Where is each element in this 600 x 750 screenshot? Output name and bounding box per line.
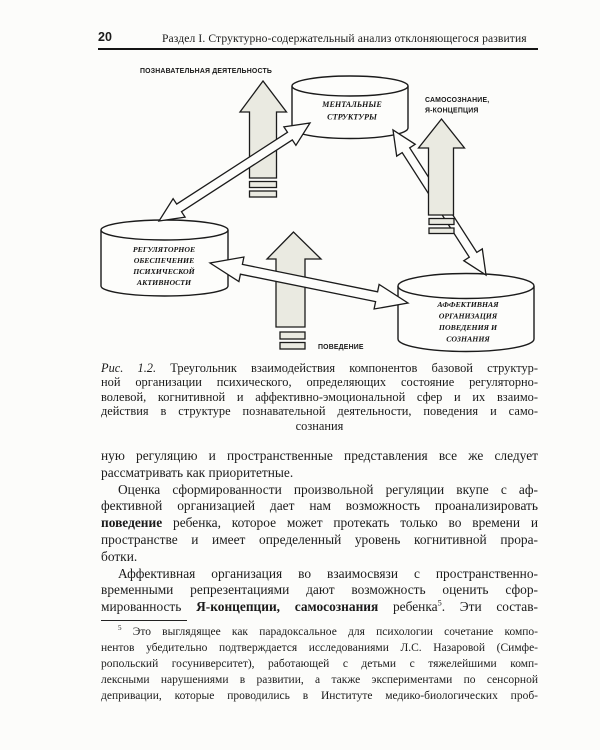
body-line: ную регуляцию и пространственные предста… bbox=[101, 448, 538, 463]
regulatory-support-cylinder: РЕГУЛЯТОРНОЕ ОБЕСПЕЧЕНИЕ ПСИХИЧЕСКОЙ АКТ… bbox=[100, 219, 229, 297]
body-line: мированность Я-концепции, самосознания р… bbox=[101, 598, 538, 615]
mental-structures-label: МЕНТАЛЬНЫЕ bbox=[321, 100, 382, 109]
regulatory-support-label: РЕГУЛЯТОРНОЕ bbox=[133, 245, 195, 254]
svg-text:АКТИВНОСТИ: АКТИВНОСТИ bbox=[136, 278, 192, 287]
svg-text:ПОВЕДЕНИЯ И: ПОВЕДЕНИЯ И bbox=[438, 323, 498, 332]
double-arrow-regulatory-affective-icon bbox=[208, 256, 410, 310]
self-consciousness-arrow-icon bbox=[417, 117, 466, 235]
footnote-rule bbox=[101, 620, 187, 622]
behavior-arrow-icon bbox=[265, 231, 323, 350]
footnote-marker: 5 bbox=[118, 624, 122, 633]
footnote-line: депривации, которые проводились в Инстит… bbox=[101, 690, 538, 702]
footnote-line: лексными нарушениями в развитии, а также… bbox=[101, 674, 538, 686]
body-text: ную регуляцию и пространственные предста… bbox=[101, 448, 538, 616]
svg-text:СТРУКТУРЫ: СТРУКТУРЫ bbox=[327, 113, 378, 122]
body-line: поведение ребенка, которое может протека… bbox=[101, 515, 538, 531]
affective-organization-cylinder: АФФЕКТИВНАЯ ОРГАНИЗАЦИЯ ПОВЕДЕНИЯ И СОЗН… bbox=[397, 272, 535, 353]
caption-line: ной организации психического, определяющ… bbox=[101, 375, 538, 390]
header-rule bbox=[98, 48, 538, 50]
self-consciousness-label-line1: САМОСОЗНАНИЕ, bbox=[425, 97, 489, 104]
bold-term-self-concept: Я-концепции, самосознания bbox=[196, 599, 379, 615]
page-number: 20 bbox=[98, 30, 112, 44]
footnote-line: ропольский госуниверситет), работающей с… bbox=[101, 658, 538, 670]
svg-text:ОРГАНИЗАЦИЯ: ОРГАНИЗАЦИЯ bbox=[439, 312, 498, 321]
body-line: ботки. bbox=[101, 548, 138, 564]
footnote-line: 5 Это выглядящее как парадоксальное для … bbox=[118, 624, 538, 638]
body-line: рассматривать как приоритетные. bbox=[101, 464, 294, 480]
body-line: фективной организацией дает нам возможно… bbox=[101, 498, 538, 514]
figure-caption: Рис. 1.2. Треугольник взаимодействия ком… bbox=[101, 361, 538, 433]
footnote-line: нентов убедительно подтверждается исслед… bbox=[101, 642, 538, 654]
caption-line: волевой, когнитивной и аффективно-эмоцио… bbox=[101, 389, 538, 404]
svg-text:СОЗНАНИЯ: СОЗНАНИЯ bbox=[446, 335, 490, 344]
figure-diagram: МЕНТАЛЬНЫЕ СТРУКТУРЫ РЕГУЛЯТОРНОЕ ОБЕСПЕ… bbox=[100, 68, 535, 353]
figure-number: Рис. 1.2. bbox=[101, 361, 157, 375]
caption-line: сознания bbox=[295, 418, 344, 433]
body-line: Аффективная организация во взаимосвязи с… bbox=[118, 565, 538, 581]
svg-text:ПСИХИЧЕСКОЙ: ПСИХИЧЕСКОЙ bbox=[132, 266, 195, 276]
caption-line: действия в структуре познавательной деят… bbox=[101, 404, 538, 419]
bold-term-behavior: поведение bbox=[101, 515, 163, 531]
body-line: пространстве и имеет определенный уровен… bbox=[101, 531, 538, 547]
double-arrow-regulatory-mental-icon bbox=[157, 122, 312, 222]
cognitive-activity-label: ПОЗНАВАТЕЛЬНАЯ ДЕЯТЕЛЬНОСТЬ bbox=[140, 68, 272, 75]
behavior-label: ПОВЕДЕНИЕ bbox=[318, 344, 364, 351]
self-consciousness-label-line2: Я-КОНЦЕПЦИЯ bbox=[425, 108, 479, 115]
running-header: Раздел I. Структурно-содержательный анал… bbox=[162, 32, 527, 45]
affective-organization-label: АФФЕКТИВНАЯ bbox=[436, 300, 499, 309]
svg-text:ОБЕСПЕЧЕНИЕ: ОБЕСПЕЧЕНИЕ bbox=[134, 256, 195, 265]
caption-line: Рис. 1.2. Треугольник взаимодействия ком… bbox=[101, 361, 538, 375]
footnote-text: 5 Это выглядящее как парадоксальное для … bbox=[101, 624, 538, 704]
cognitive-activity-arrow-icon bbox=[238, 79, 288, 198]
mental-structures-cylinder: МЕНТАЛЬНЫЕ СТРУКТУРЫ bbox=[291, 75, 409, 140]
body-line: Оценка сформированности произвольной рег… bbox=[118, 481, 538, 497]
footnote-ref: 5 bbox=[437, 598, 442, 608]
body-line: временными репрезентациями дают возможно… bbox=[101, 582, 538, 598]
